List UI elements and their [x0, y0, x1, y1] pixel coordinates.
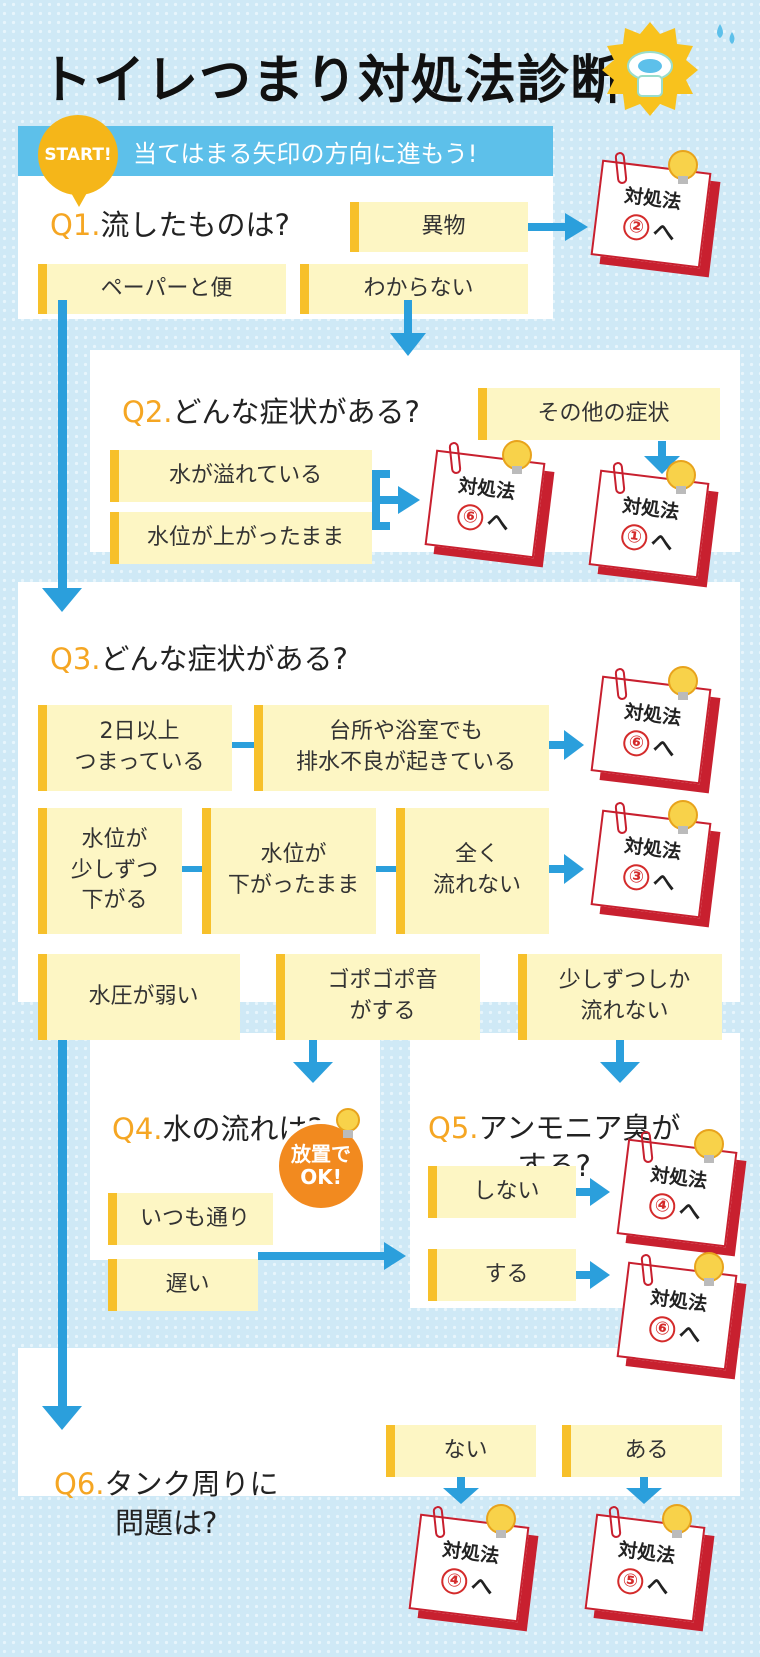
- lightbulb-icon: [694, 1252, 724, 1282]
- lightbulb-icon: [668, 800, 698, 830]
- start-badge: START!: [38, 115, 118, 195]
- toilet-icon: [602, 20, 698, 116]
- lightbulb-icon: [486, 1504, 516, 1534]
- lightbulb-icon: [694, 1129, 724, 1159]
- lightbulb-icon: [332, 1106, 364, 1142]
- lightbulb-icon: [668, 666, 698, 696]
- lightbulb-icon: [662, 1504, 692, 1534]
- lightbulb-icon: [668, 150, 698, 180]
- lightbulb-icon: [666, 460, 696, 490]
- lightbulb-icon: [502, 440, 532, 470]
- water-drop-icon: [712, 22, 740, 48]
